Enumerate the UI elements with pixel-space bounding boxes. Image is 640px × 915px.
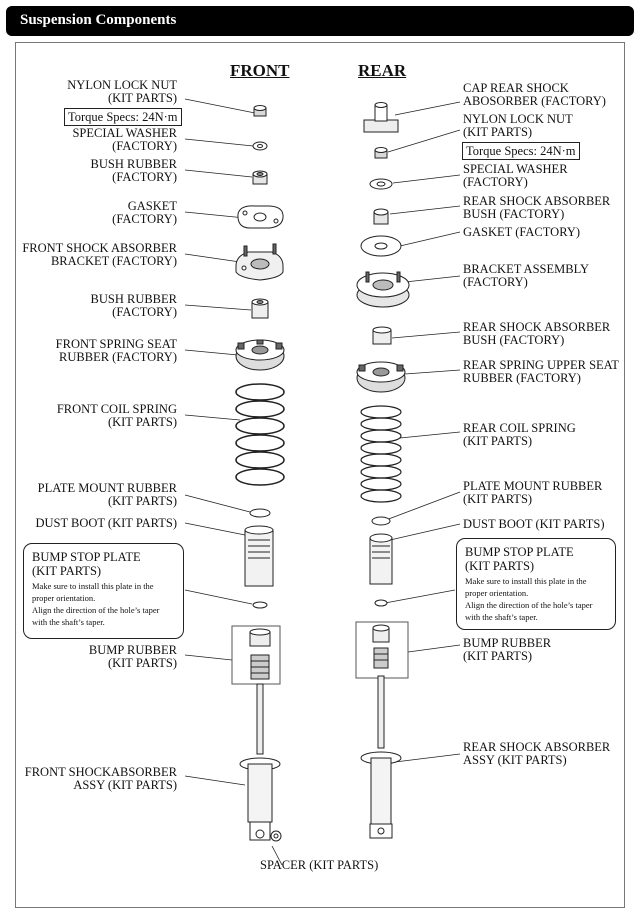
rear-shock-absorber: [360, 675, 402, 839]
front-coil-spring: [235, 383, 285, 486]
front-dust-boot: [244, 525, 274, 587]
front-bush-rubber-top: [252, 170, 268, 185]
front-bush-rubber-label: BUSH RUBBER(FACTORY): [90, 157, 177, 184]
rear-coil-spring-label: REAR COIL SPRING(KIT PARTS): [463, 421, 576, 448]
rear-shock-absorber-bush-bottom: [372, 326, 392, 345]
front-gasket: [237, 205, 284, 229]
rear-coil-spring: [360, 405, 402, 503]
front-gasket-label: GASKET(FACTORY): [112, 199, 177, 226]
page-title: Suspension Components: [20, 12, 177, 28]
rear-dust-boot-label: DUST BOOT (KIT PARTS): [463, 517, 605, 531]
front-plate-mount-rubber: [249, 508, 271, 518]
leader-lines: [184, 98, 461, 866]
rear-plate-mount-label: PLATE MOUNT RUBBER(KIT PARTS): [463, 479, 603, 506]
front-plate-mount-label: PLATE MOUNT RUBBER(KIT PARTS): [37, 481, 177, 508]
front-shock-bracket: [235, 243, 284, 281]
front-torque-spec: Torque Specs: 24N·m: [64, 108, 182, 126]
rear-shock-absorber-bush-top: [373, 208, 389, 225]
front-nylon-lock-nut-label: NYLON LOCK NUT(KIT PARTS): [67, 78, 177, 105]
rear-torque-spec: Torque Specs: 24N·m: [462, 142, 580, 160]
header-bar: Suspension Components: [6, 6, 634, 36]
front-bump-stop-plate: [252, 601, 268, 609]
front-dust-boot-label: DUST BOOT (KIT PARTS): [35, 516, 177, 530]
rear-plate-mount-rubber: [371, 516, 391, 526]
rear-bump-rubber-label: BUMP RUBBER(KIT PARTS): [463, 636, 552, 663]
rear-bump-stop-plate: [374, 599, 388, 607]
front-special-washer-label: SPECIAL WASHER(FACTORY): [72, 126, 177, 153]
front-bush-rubber-bottom: [251, 298, 269, 319]
front-bump-rubber: [249, 628, 271, 680]
rear-column-heading: REAR: [358, 61, 407, 80]
rear-bracket-label: BRACKET ASSEMBLY(FACTORY): [463, 262, 589, 289]
rear-special-washer: [369, 178, 393, 190]
rear-gasket-label: GASKET (FACTORY): [463, 225, 581, 239]
front-column-heading: FRONT: [230, 61, 290, 80]
rear-special-washer-label: SPECIAL WASHER(FACTORY): [463, 162, 568, 189]
rear-bump-stop-note: BUMP STOP PLATE (KIT PARTS) Make sure to…: [456, 538, 616, 630]
rear-bracket-assembly: [356, 271, 410, 308]
rear-nylon-lock-nut: [374, 147, 388, 159]
rear-bump-rubber: [372, 624, 390, 669]
diagram-frame: [15, 42, 625, 908]
front-shock-absorber: [239, 683, 281, 841]
front-bush-rubber-2-label: BUSH RUBBER(FACTORY): [90, 292, 177, 319]
rear-nylon-lock-nut-label: NYLON LOCK NUT(KIT PARTS): [463, 112, 573, 139]
front-special-washer: [252, 141, 268, 151]
front-spring-seat-rubber: [235, 339, 285, 371]
front-nylon-lock-nut: [253, 105, 267, 117]
spacer-label: SPACER (KIT PARTS): [260, 858, 379, 872]
front-coil-spring-label: FRONT COIL SPRING(KIT PARTS): [56, 402, 177, 429]
front-spacer: [270, 830, 282, 842]
rear-gasket: [360, 235, 402, 257]
front-bump-rubber-label: BUMP RUBBER(KIT PARTS): [88, 643, 177, 670]
rear-dust-boot: [369, 533, 393, 585]
front-bump-stop-note: BUMP STOP PLATE (KIT PARTS) Make sure to…: [23, 543, 184, 639]
rear-spring-upper-seat-rubber: [356, 361, 406, 393]
rear-cap: [363, 102, 399, 133]
